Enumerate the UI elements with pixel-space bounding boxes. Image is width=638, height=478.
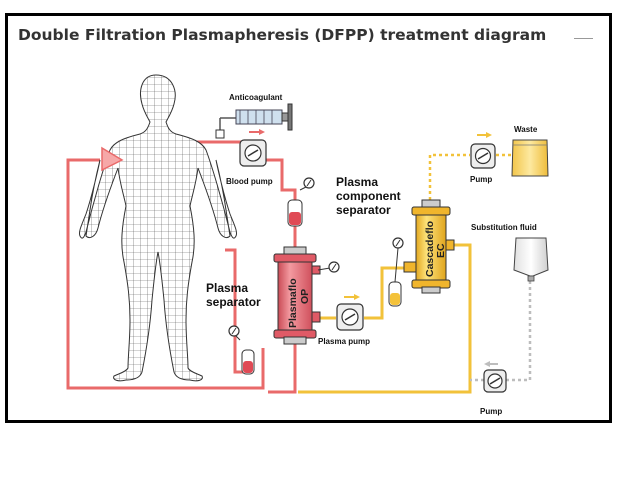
waste-line (428, 153, 512, 206)
title-rule (574, 38, 593, 39)
plasmaflo-op-filter (273, 246, 321, 345)
human-figure (79, 74, 237, 382)
blood-pump-label: Blood pump (226, 177, 273, 186)
plasma-pump-label: Plasma pump (318, 337, 370, 346)
pump-top-label: Pump (470, 175, 492, 184)
drip-chamber-icon (287, 199, 303, 227)
syringe-icon (215, 103, 293, 139)
return-arrow-icon (101, 146, 124, 172)
waste-bag-icon (511, 139, 549, 177)
blood-line (66, 140, 297, 394)
component-separator-label-1: Plasma (336, 175, 378, 189)
drip-chamber-icon (388, 281, 402, 307)
plasma-separator-label-2: separator (206, 295, 261, 309)
waste-label: Waste (514, 125, 538, 134)
diagram-frame (5, 13, 612, 423)
plasma-pump-icon (336, 294, 364, 331)
component-separator-label-2: component (336, 189, 401, 203)
component-separator-label-3: separator (336, 203, 391, 217)
pressure-gauge-icon (228, 325, 241, 341)
plasmaflo-label-2: OP (299, 289, 311, 304)
cascadeflo-label-2: EC (435, 243, 447, 258)
cascadeflo-label-1: Cascadeflo (424, 221, 436, 277)
plasmaflo-label-1: Plasmaflo (287, 278, 299, 328)
fluid-bag-icon (513, 237, 549, 282)
return-pump-icon (483, 361, 507, 393)
pressure-gauge-icon (392, 237, 404, 283)
pressure-gauge-icon (317, 261, 340, 273)
return-line (470, 275, 532, 382)
pressure-gauge-icon (299, 177, 315, 191)
waste-pump-icon (470, 132, 496, 169)
pump-bottom-label: Pump (480, 407, 502, 416)
substitution-fluid-label: Substitution fluid (471, 223, 537, 232)
plasma-separator-label-1: Plasma (206, 281, 248, 295)
cascadeflo-ec-filter (403, 199, 455, 294)
drip-chamber-icon (241, 349, 255, 375)
diagram-title: Double Filtration Plasmapheresis (DFPP) … (18, 26, 547, 44)
blood-pump-icon (239, 129, 267, 167)
anticoagulant-label: Anticoagulant (229, 93, 283, 102)
